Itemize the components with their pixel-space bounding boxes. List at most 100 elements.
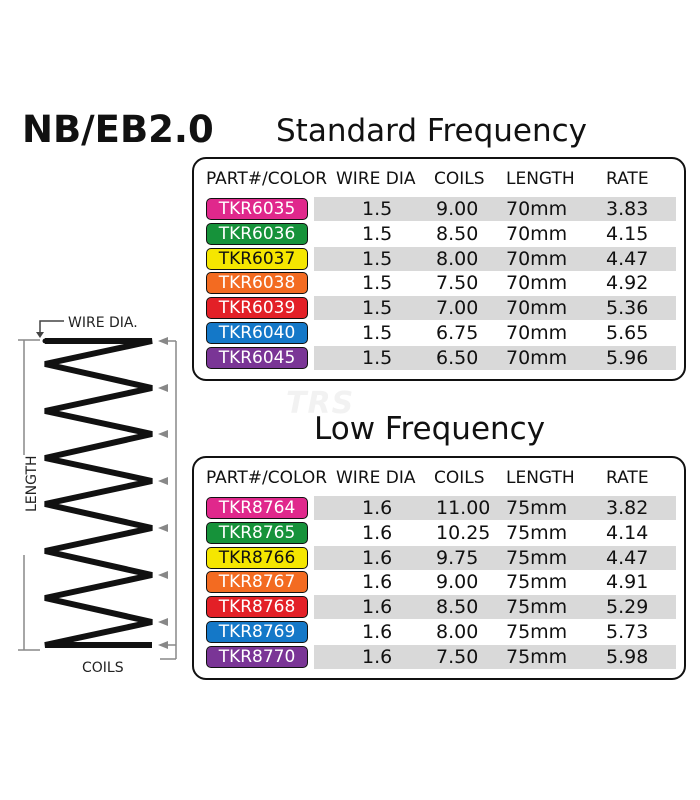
length-value: 75mm [506,521,568,544]
low-frequency-table: PART#/COLOR WIRE DIA COILS LENGTH RATE T… [192,456,686,680]
coils-value: 6.50 [436,346,479,369]
header-wire: WIRE DIA [336,468,416,488]
row-stripe [314,296,676,321]
wire-dia-value: 1.5 [362,198,393,220]
part-color-badge: TKR8769 [206,621,308,643]
coil-arrow [158,337,168,345]
part-color-badge: TKR6037 [206,247,308,270]
length-value: 70mm [506,322,568,344]
rate-value: 4.91 [606,571,649,594]
part-color-badge: TKR8766 [206,546,308,569]
coils-value: 8.00 [436,247,479,270]
length-value: 75mm [506,645,568,668]
length-value: 70mm [506,222,568,245]
part-color-badge: TKR6036 [206,222,308,245]
header-rate: RATE [606,169,649,189]
length-value: 70mm [506,247,568,270]
coils-value: 8.50 [436,222,479,245]
row-stripe [314,644,676,669]
row-stripe [314,345,676,370]
wire-dia-pointer [39,320,64,334]
length-value: 70mm [506,198,568,220]
coils-value: 9.00 [436,198,479,220]
part-color-badge: TKR8770 [206,645,308,668]
coils-value: 11.00 [436,497,491,519]
wire-dia-value: 1.6 [362,621,393,643]
part-color-badge: TKR6038 [206,272,308,295]
part-color-badge: TKR6035 [206,198,308,220]
low-frequency-title: Low Frequency [314,411,546,447]
rate-value: 4.47 [606,546,649,569]
spring-coil [44,338,153,648]
coils-value: 8.00 [436,621,479,643]
rate-value: 5.65 [606,322,649,344]
coil-arrow [158,618,168,626]
rate-value: 5.73 [606,621,649,643]
rate-value: 4.14 [606,521,649,544]
wire-dia-label: WIRE DIA. [68,315,138,331]
part-color-badge: TKR8767 [206,571,308,594]
table-header: PART#/COLOR WIRE DIA COILS LENGTH RATE [194,167,684,191]
part-color-badge: TKR8768 [206,596,308,619]
coil-arrows [158,337,168,649]
rate-value: 3.82 [606,497,649,519]
spring-diagram [18,320,177,660]
coil-arrow [158,430,168,438]
part-color-badge: TKR6045 [206,346,308,369]
part-color-badge: TKR8764 [206,497,308,519]
length-value: 70mm [506,346,568,369]
wire-dia-value: 1.6 [362,571,393,594]
part-color-badge: TKR6039 [206,297,308,320]
coils-value: 8.50 [436,596,479,619]
header-rate: RATE [606,468,649,488]
wire-dia-value: 1.5 [362,322,393,344]
length-value: 75mm [506,571,568,594]
wire-dia-value: 1.6 [362,521,393,544]
watermark-logo: TRS [286,386,355,421]
rate-value: 5.29 [606,596,649,619]
row-stripe [314,246,676,271]
rate-value: 4.92 [606,272,649,295]
rate-value: 5.96 [606,346,649,369]
table-row: TKR6045 1.5 6.50 70mm 5.96 [194,345,684,370]
table-row: TKR8768 1.6 8.50 75mm 5.29 [194,595,684,620]
coil-arrow [158,477,168,485]
part-color-badge: TKR8765 [206,521,308,544]
row-stripe [314,197,676,221]
coils-value: 9.00 [436,571,479,594]
header-part: PART#/COLOR [206,468,328,488]
wire-dia-arrowhead [36,332,44,338]
wire-dia-value: 1.6 [362,596,393,619]
table-row: TKR6035 1.5 9.00 70mm 3.83 [194,197,684,221]
wire-dia-value: 1.5 [362,272,393,295]
wire-dia-value: 1.5 [362,247,393,270]
coils-value: 7.50 [436,645,479,668]
coils-value: 9.75 [436,546,479,569]
coils-value: 7.00 [436,297,479,320]
coil-arrow [158,641,168,649]
header-length: LENGTH [506,169,575,189]
row-stripe [314,496,676,520]
length-value: 70mm [506,297,568,320]
length-value: 75mm [506,621,568,643]
coils-value: 6.75 [436,322,479,344]
coil-arrow [158,384,168,392]
row-stripe [314,545,676,570]
table-row: TKR8769 1.6 8.00 75mm 5.73 [194,620,684,644]
rate-value: 4.47 [606,247,649,270]
header-coils: COILS [434,468,485,488]
rate-value: 3.83 [606,198,649,220]
coils-value: 7.50 [436,272,479,295]
wire-dia-value: 1.6 [362,546,393,569]
standard-frequency-title: Standard Frequency [276,113,588,149]
length-value: 75mm [506,596,568,619]
wire-dia-value: 1.5 [362,346,393,369]
coil-arrow [158,524,168,532]
